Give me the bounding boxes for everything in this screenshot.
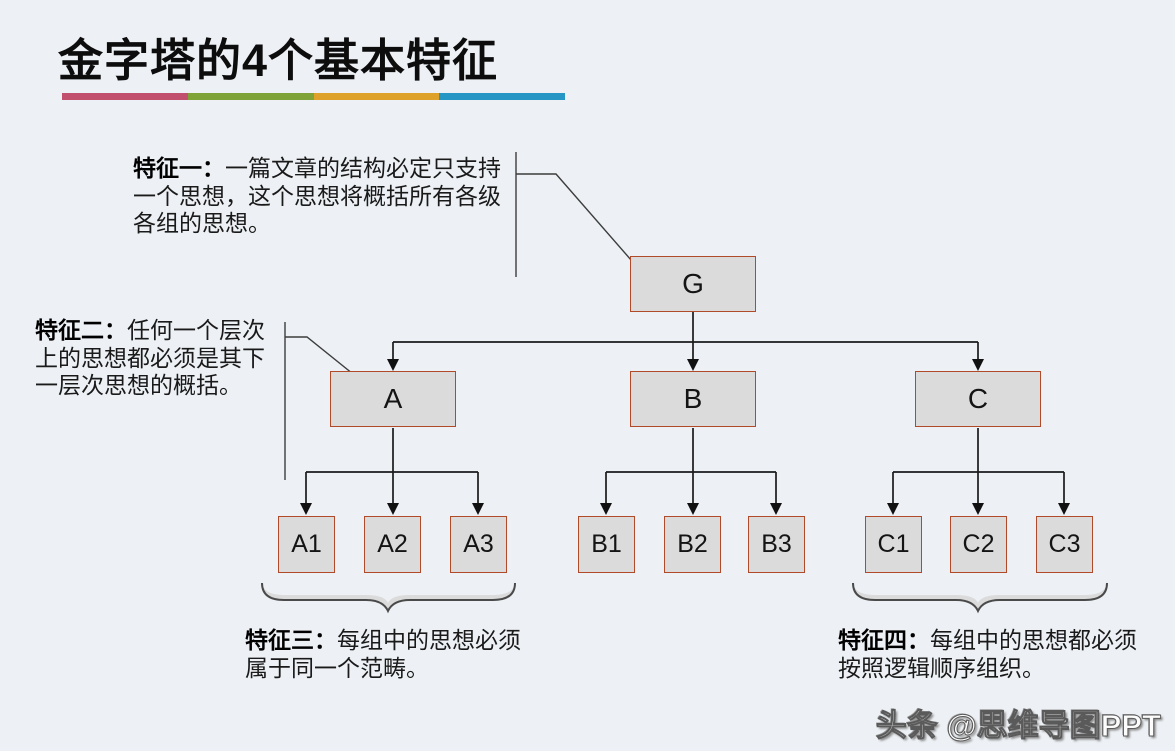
feature-four-text: 特征四：每组中的思想都必须按照逻辑顺序组织。 <box>838 627 1137 681</box>
node-b3: B3 <box>748 516 805 573</box>
underline-segment-green <box>187 93 314 100</box>
underline-segment-blue <box>439 93 565 100</box>
brace-a-group <box>261 581 516 614</box>
node-g: G <box>630 256 756 312</box>
brace-c-group <box>852 581 1108 614</box>
feature-one-text: 特征一：一篇文章的结构必定只支持一个思想，这个思想将概括所有各级各组的思想。 <box>133 155 501 236</box>
page-title: 金字塔的4个基本特征 <box>58 35 499 86</box>
node-a1: A1 <box>278 516 335 573</box>
node-b1: B1 <box>578 516 635 573</box>
feature-two-text: 特征二：任何一个层次上的思想都必须是其下一层次思想的概括。 <box>35 317 265 398</box>
underline-segment-orange <box>313 93 440 100</box>
watermark: 头条 @思维导图PPT <box>875 708 1161 744</box>
underline-segment-red <box>62 93 188 100</box>
title-underline-bar <box>62 93 565 100</box>
node-c2: C2 <box>950 516 1007 573</box>
node-a3: A3 <box>450 516 507 573</box>
node-c3: C3 <box>1036 516 1093 573</box>
feature-four-label: 特征四： <box>838 627 930 653</box>
feature-one-label: 特征一： <box>133 155 225 181</box>
node-a2: A2 <box>364 516 421 573</box>
node-c: C <box>915 371 1041 427</box>
feature-three-text: 特征三：每组中的思想必须属于同一个范畴。 <box>245 627 521 681</box>
feature-two-label: 特征二： <box>35 317 127 343</box>
feature-three-label: 特征三： <box>245 627 337 653</box>
node-b2: B2 <box>664 516 721 573</box>
node-c1: C1 <box>865 516 922 573</box>
node-a: A <box>330 371 456 427</box>
node-b: B <box>630 371 756 427</box>
